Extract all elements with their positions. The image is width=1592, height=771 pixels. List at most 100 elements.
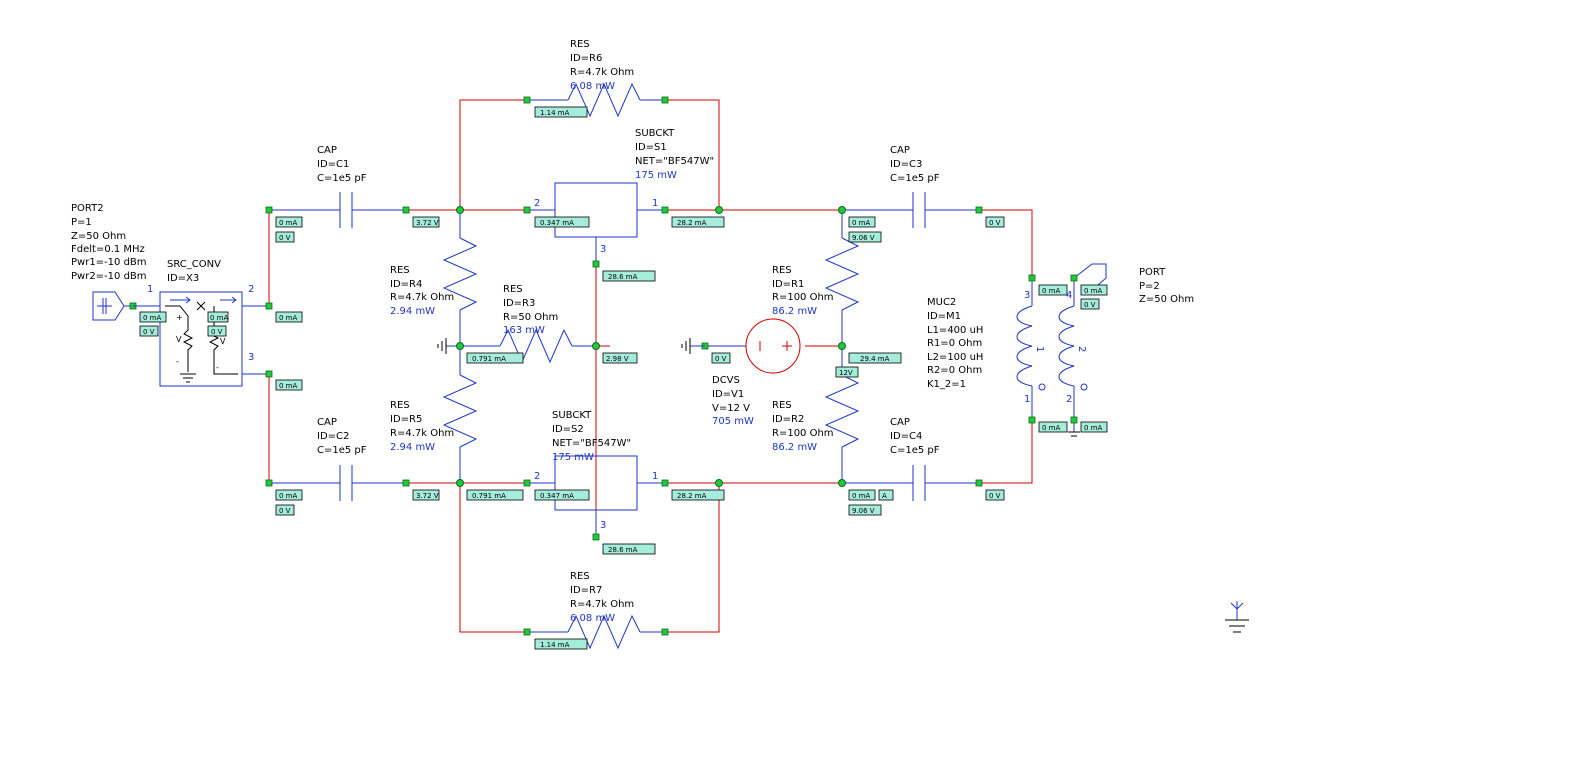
ann-c2-voltage: 0 V xyxy=(275,504,295,516)
ann-s1-base-current: 28.6 mA xyxy=(602,270,656,282)
ann-m1-p1-current: 0 mA xyxy=(1038,421,1068,433)
svg-text:0.347 mA: 0.347 mA xyxy=(540,219,574,227)
svg-text:9.06 V: 9.06 V xyxy=(852,234,875,242)
resistor-r2[interactable]: RES ID=R2 R=100 Ohm 86.2 mW xyxy=(772,346,860,483)
port2-label-pwr1: Pwr1=-10 dBm xyxy=(71,257,147,268)
port-label-z: Z=50 Ohm xyxy=(1139,294,1194,305)
ann-c1-right-voltage: 3.72 V xyxy=(412,216,440,228)
port2-label-p: P=1 xyxy=(71,217,92,228)
svg-text:0.791 mA: 0.791 mA xyxy=(472,355,506,363)
svg-text:0 mA: 0 mA xyxy=(279,219,297,227)
r1-power: 86.2 mW xyxy=(772,306,817,317)
ann-s2-out-current: 28.2 mA xyxy=(671,489,725,501)
m1-label-l1: L1=400 uH xyxy=(927,325,983,336)
m1-pin-1: 1 xyxy=(1024,394,1030,405)
svg-text:3.72 V: 3.72 V xyxy=(416,219,439,227)
ann-c1-current: 0 mA xyxy=(275,216,303,228)
svg-text:0.791 mA: 0.791 mA xyxy=(472,492,506,500)
x3-label-type: SRC_CONV xyxy=(167,259,221,270)
ann-x3-out2-current: 0 mA xyxy=(275,379,303,391)
ann-r5-current: 0.791 mA xyxy=(466,489,524,501)
port-p2[interactable]: PORT P=2 Z=50 Ohm xyxy=(1139,267,1194,305)
svg-text:28.6 mA: 28.6 mA xyxy=(608,273,638,281)
x3-pin-in: 1 xyxy=(147,284,153,295)
s1-power: 175 mW xyxy=(635,170,677,181)
ann-c4-current: 0 mA xyxy=(848,489,876,501)
m1-pin-2: 2 xyxy=(1066,394,1072,405)
svg-text:0 V: 0 V xyxy=(143,328,155,336)
svg-text:3.72 V: 3.72 V xyxy=(416,492,439,500)
svg-text:0 mA: 0 mA xyxy=(1084,424,1102,432)
r4-label-value: R=4.7k Ohm xyxy=(390,292,454,303)
r6-label-type: RES xyxy=(570,39,590,50)
capacitor-c2[interactable]: CAP ID=C2 C=1e5 pF xyxy=(265,417,410,501)
resistor-r3[interactable]: RES ID=R3 R=50 Ohm 163 mW xyxy=(460,284,596,364)
subcircuit-s2[interactable]: SUBCKT ID=S2 NET="BF547W" 175 mW 2 1 3 xyxy=(523,410,669,541)
resistor-r5[interactable]: RES ID=R5 R=4.7k Ohm 2.94 mW xyxy=(390,346,478,483)
r7-label-type: RES xyxy=(570,571,590,582)
resistor-r6[interactable]: RES ID=R6 R=4.7k Ohm 6.08 mW xyxy=(523,39,669,118)
r5-label-id: ID=R5 xyxy=(390,414,422,425)
capacitor-c1[interactable]: CAP ID=C1 C=1e5 pF xyxy=(265,145,410,228)
r1-label-value: R=100 Ohm xyxy=(772,292,834,303)
s1-label-net: NET="BF547W" xyxy=(635,156,714,167)
s2-label-net: NET="BF547W" xyxy=(552,438,631,449)
s1-pin-in: 2 xyxy=(534,198,540,209)
ann-v1-voltage-2: 12V xyxy=(835,366,859,378)
svg-text:0 mA: 0 mA xyxy=(1042,287,1060,295)
r6-label-id: ID=R6 xyxy=(570,53,602,64)
resistor-r1[interactable]: RES ID=R1 R=100 Ohm 86.2 mW xyxy=(772,210,860,346)
ann-c3-current: 0 mA xyxy=(848,216,876,228)
svg-text:29.4 mA: 29.4 mA xyxy=(860,355,890,363)
s1-label-id: ID=S1 xyxy=(635,142,667,153)
ann-v1-current: 29.4 mA xyxy=(848,352,902,364)
m1-label-id: ID=M1 xyxy=(927,311,961,322)
svg-text:12V: 12V xyxy=(839,369,853,377)
m1-label-l2: L2=100 uH xyxy=(927,352,983,363)
port2-label-z: Z=50 Ohm xyxy=(71,231,126,242)
x3-pin-out-pos: 2 xyxy=(248,284,254,295)
capacitor-c3[interactable]: CAP ID=C3 C=1e5 pF xyxy=(842,145,983,228)
x3-minus-right: - xyxy=(216,363,219,372)
svg-text:A: A xyxy=(882,492,887,500)
resistor-r4[interactable]: RES ID=R4 R=4.7k Ohm 2.94 mW xyxy=(390,210,478,346)
source-converter-x3[interactable]: SRC_CONV ID=X3 1 2 3 + V - V - xyxy=(133,259,273,387)
v1-power: 705 mW xyxy=(712,416,754,427)
port-label-type: PORT xyxy=(1139,267,1166,278)
ann-m1-p4-current: 0 mA xyxy=(1080,284,1108,296)
s1-pin-base: 3 xyxy=(600,244,606,255)
svg-text:1.14 mA: 1.14 mA xyxy=(540,109,570,117)
svg-text:28.2 mA: 28.2 mA xyxy=(677,219,707,227)
c1-label-type: CAP xyxy=(317,145,337,156)
svg-text:0 V: 0 V xyxy=(211,328,223,336)
capacitor-c4[interactable]: CAP ID=C4 C=1e5 pF xyxy=(842,417,983,501)
ann-s2-in-current: 0.347 mA xyxy=(534,489,590,501)
svg-text:28.6 mA: 28.6 mA xyxy=(608,546,638,554)
resistor-r7[interactable]: RES ID=R7 R=4.7k Ohm 6.08 mW xyxy=(523,571,669,650)
m1-label-r1: R1=0 Ohm xyxy=(927,338,982,349)
r7-power: 6.08 mW xyxy=(570,613,615,624)
subcircuit-s1[interactable]: SUBCKT ID=S1 NET="BF547W" 175 mW 2 1 3 xyxy=(523,128,714,268)
annotations: 1.14 mA 1.14 mA 0 mA 0 V 3.72 V 0 mA 0 V… xyxy=(139,106,1108,650)
c2-label-id: ID=C2 xyxy=(317,431,349,442)
c2-label-value: C=1e5 pF xyxy=(317,445,367,456)
ann-c4-right-voltage: 0 V xyxy=(985,489,1005,501)
ann-c2-right-voltage: 3.72 V xyxy=(412,489,440,501)
ann-c1-voltage: 0 V xyxy=(275,231,295,243)
r3-label-value: R=50 Ohm xyxy=(503,312,558,323)
ann-c3-voltage: 9.06 V xyxy=(848,231,882,243)
ann-r7-current: 1.14 mA xyxy=(534,638,588,650)
ann-s2-base-current: 28.6 mA xyxy=(602,543,656,555)
x3-pin-out-neg: 3 xyxy=(248,352,254,363)
svg-text:0 mA: 0 mA xyxy=(279,382,297,390)
r5-label-value: R=4.7k Ohm xyxy=(390,428,454,439)
s1-pin-out: 1 xyxy=(652,198,658,209)
mutual-inductor-m1[interactable]: MUC2 ID=M1 L1=400 uH R1=0 Ohm L2=100 uH … xyxy=(927,263,1107,437)
c3-label-id: ID=C3 xyxy=(890,159,922,170)
v1-label-id: ID=V1 xyxy=(712,389,744,400)
r5-label-type: RES xyxy=(390,400,410,411)
m1-pin-3: 3 xyxy=(1024,290,1030,301)
svg-text:0 mA: 0 mA xyxy=(210,314,228,322)
port2-source[interactable]: PORT2 P=1 Z=50 Ohm Fdelt=0.1 MHz Pwr1=-1… xyxy=(71,203,147,321)
